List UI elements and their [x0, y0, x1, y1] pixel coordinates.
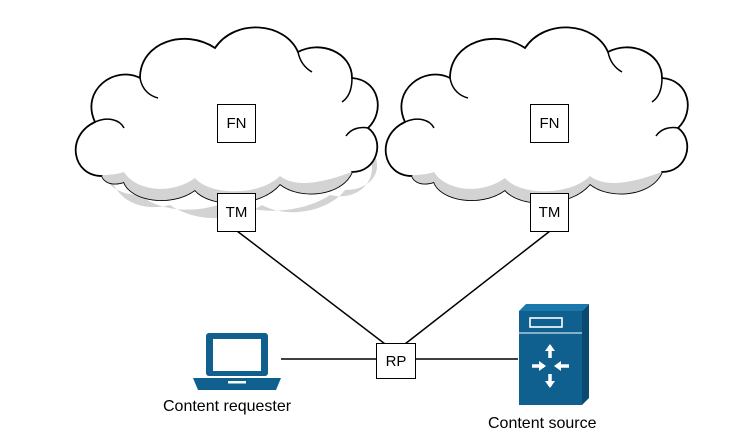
tm-node-left: TM	[217, 193, 256, 232]
server-icon	[519, 304, 589, 405]
laptop-icon	[193, 333, 281, 390]
rp-node: RP	[376, 343, 416, 379]
cloud-right-shade	[412, 172, 662, 203]
requester-label: Content requester	[163, 398, 292, 415]
source-label: Content source	[488, 415, 597, 432]
fn-node-right: FN	[530, 104, 569, 143]
cloud-left-shade	[102, 172, 352, 203]
tm-node-right: TM	[530, 193, 569, 232]
link-tm-left-rp	[236, 230, 386, 345]
fn-node-left: FN	[217, 104, 256, 143]
connections	[236, 230, 551, 360]
link-tm-right-rp	[404, 230, 551, 345]
